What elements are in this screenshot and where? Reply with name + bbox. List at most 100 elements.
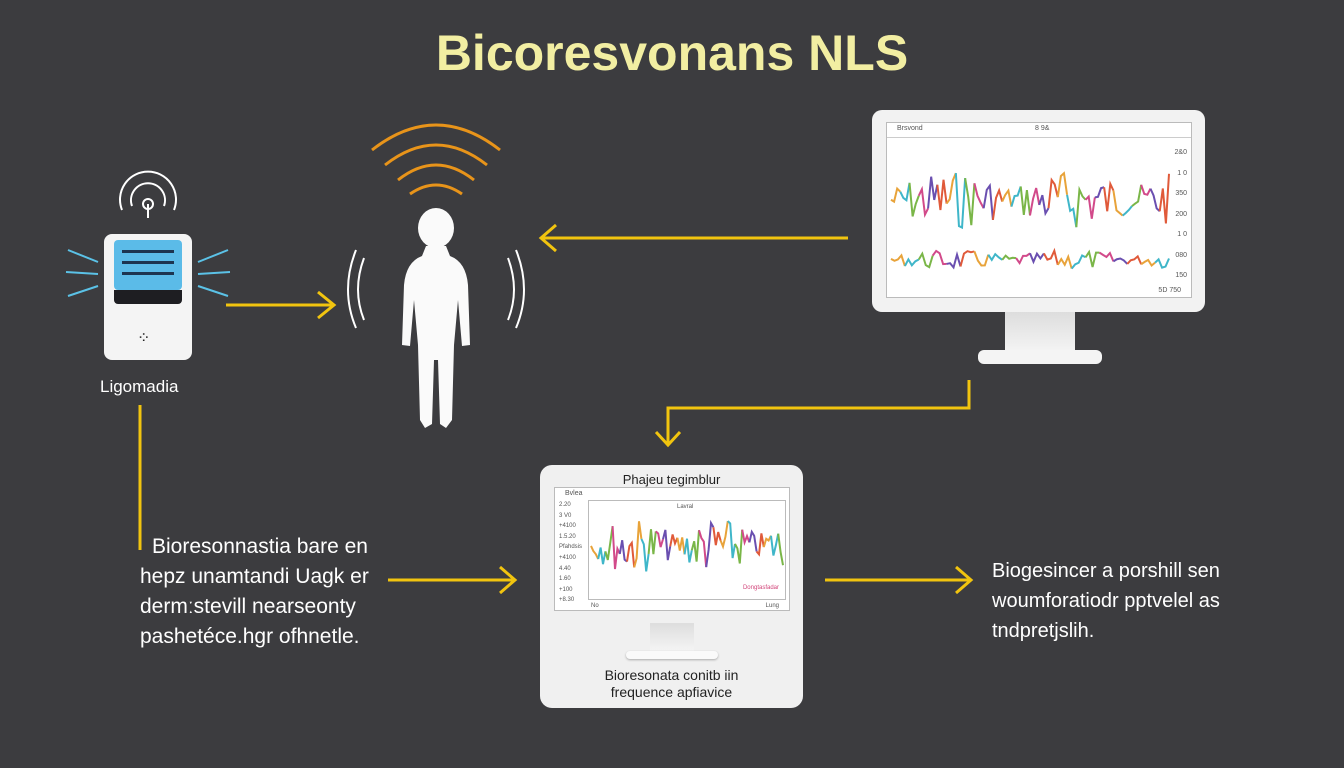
- tab-label[interactable]: Brsvond: [897, 125, 923, 132]
- waveform-segment: [973, 183, 985, 209]
- waveform-segment: [959, 250, 975, 267]
- arrow-analysis-to-result: [825, 565, 974, 595]
- y-tick: 080: [1175, 251, 1187, 259]
- waveform-segment: [669, 534, 679, 547]
- waveform-segment: [946, 250, 962, 270]
- waveform-segment: [1126, 254, 1143, 265]
- y-tick: 200: [1175, 210, 1187, 218]
- signal-icon: [119, 170, 177, 218]
- waveform-segment: [1043, 247, 1059, 266]
- human-body-icon: [402, 208, 470, 428]
- waveform-segment: [1019, 186, 1031, 216]
- waveform-segment: [1001, 188, 1013, 207]
- waveform-segment: [618, 540, 628, 563]
- waveform-segment: [917, 185, 929, 218]
- y-tick: 150: [1175, 272, 1187, 279]
- waveform-segment: [1029, 251, 1045, 265]
- y-tick: 1 0: [1177, 231, 1187, 238]
- waveform-segment: [1056, 253, 1073, 269]
- waveform-segment: [931, 249, 947, 266]
- waveform-segment: [727, 520, 736, 559]
- device-control-strip: [114, 290, 182, 304]
- waveform-segment: [604, 525, 614, 561]
- emission-lines-icon: [65, 249, 231, 297]
- waveform-segment: [712, 527, 722, 546]
- screen-header: 8 9&: [1035, 125, 1050, 132]
- waveform-segment: [945, 172, 957, 205]
- waveform-segment: [1122, 205, 1133, 217]
- monitor-stand: [1005, 312, 1075, 352]
- broadcast-waves-icon: [371, 123, 501, 196]
- y-tick: 350: [1175, 190, 1187, 197]
- arrow-monitor-to-body: [538, 223, 848, 253]
- waveform-segment: [755, 533, 765, 557]
- waveform-segment: [1094, 186, 1105, 199]
- waveform-segment: [1070, 254, 1087, 270]
- analysis-heading: Phajeu tegimblur: [622, 472, 721, 487]
- top-waveform-plot: [890, 171, 1170, 270]
- y-tick: 2.20: [559, 502, 571, 508]
- y-tick: +4100: [559, 554, 576, 561]
- analysis-waveform-plot: [590, 519, 784, 572]
- waveform-segment: [982, 182, 994, 221]
- y-tick: 3 V0: [559, 512, 572, 519]
- waveform-segment: [1140, 184, 1152, 196]
- waveform-segment: [1084, 249, 1100, 268]
- y-tick: 1 0: [1177, 169, 1187, 177]
- waveform-segment: [590, 545, 600, 560]
- waveform-segment: [1112, 257, 1129, 265]
- waveform-segment: [1158, 173, 1170, 224]
- arrow-device-to-body: [226, 290, 337, 320]
- plot-legend: Dongtasfadar: [742, 585, 779, 591]
- x-label-right: Lung: [765, 603, 779, 609]
- monitor-base: [978, 350, 1102, 364]
- waveform-segment: [1001, 254, 1017, 261]
- waveform-segment: [633, 521, 643, 568]
- waveform-segment: [1084, 194, 1096, 219]
- waveform-segment: [936, 179, 948, 211]
- waveform-segment: [973, 251, 990, 267]
- waveform-segment: [991, 187, 1004, 221]
- vibration-marks-icon: [347, 249, 525, 329]
- waveform-segment: [987, 252, 1003, 262]
- waveform-segment: [690, 530, 700, 562]
- waveform-segment: [655, 530, 664, 548]
- device-display: [114, 240, 182, 290]
- waveform-segment: [719, 520, 729, 550]
- waveform-segment: [904, 257, 920, 267]
- plot-title: Lavral: [677, 504, 694, 510]
- waveform-segment: [1038, 194, 1050, 217]
- waveform-segment: [741, 529, 751, 546]
- waveform-segment: [1154, 257, 1170, 269]
- right-description: Biogesincer a porshill sen woumforatiodr…: [992, 560, 1220, 642]
- waveform-segment: [748, 529, 758, 552]
- waveform-segment: [698, 529, 708, 568]
- tab-label[interactable]: Bvlea: [565, 490, 583, 497]
- page-title: Bicoresvonans NLS: [435, 25, 909, 81]
- waveform-segment: [1047, 177, 1059, 209]
- waveform-segment: [1010, 186, 1022, 207]
- waveform-segment: [927, 176, 939, 209]
- y-tick: 2&0: [1174, 149, 1187, 156]
- waveform-segment: [647, 529, 657, 555]
- y-tick: 4.40: [559, 565, 571, 572]
- waveform-segment: [1112, 190, 1124, 217]
- waveform-segment: [626, 540, 636, 568]
- y-tick: Pfahdsis: [559, 544, 583, 551]
- monitor-stand: [650, 623, 694, 653]
- waveform-segment: [890, 253, 906, 267]
- waveform-segment: [1029, 187, 1041, 216]
- waveform-segment: [1149, 188, 1161, 212]
- y-tick: 1.60: [559, 576, 571, 583]
- waveform-segment: [954, 173, 967, 230]
- waveform-segment: [908, 182, 920, 217]
- waveform-segment: [1140, 258, 1156, 268]
- waveform-segment: [676, 537, 686, 555]
- waveform-segment: [770, 533, 780, 556]
- left-description: Bioresonnastia bare en hepz unamtandi Ua…: [140, 535, 369, 648]
- waveform-segment: [1015, 252, 1031, 265]
